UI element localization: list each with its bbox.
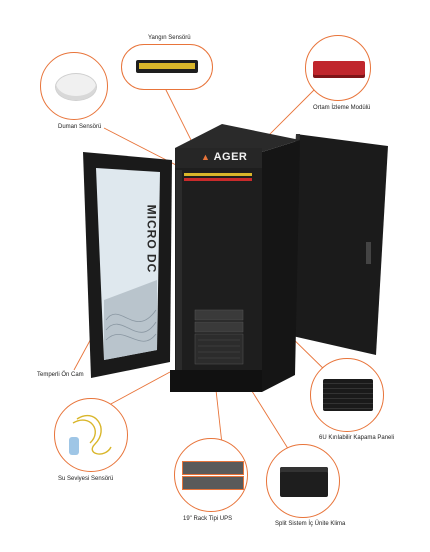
ager-logo: ▲ AGER: [201, 151, 247, 163]
cabinet-top: [175, 124, 300, 152]
glass-text: MICRO DC: [144, 204, 159, 274]
label-rack-ups: 19" Rack Tipi UPS: [183, 516, 233, 522]
smoke-sensor-circle: [40, 52, 108, 120]
logo-text: AGER: [213, 151, 248, 163]
label-tempered-glass: Temperli Ön Cam: [37, 372, 84, 378]
ac-unit: [194, 333, 244, 365]
label-split-ac: Split Sistem İç Ünite Klima: [275, 521, 346, 527]
door-handle: [366, 242, 371, 264]
label-water-sensor: Su Seviyesi Sensörü: [58, 476, 114, 482]
ups-device-bottom: [182, 476, 244, 490]
ups-unit-2: [194, 321, 244, 333]
fire-sensor-device: [136, 60, 198, 73]
label-smoke-sensor: Duman Sensörü: [58, 124, 102, 130]
ups-unit-1: [194, 309, 244, 321]
ac-circle: [266, 444, 340, 518]
label-blanking-panel: 6U Kırılabilir Kapama Paneli: [319, 435, 395, 441]
water-sensor-circle: [54, 398, 128, 472]
fire-sensor-circle: [121, 44, 213, 90]
ups-device-top: [182, 461, 244, 475]
ups-circle: [174, 438, 248, 512]
leader-ac: [244, 379, 293, 456]
label-fire-sensor: Yangın Sensörü: [148, 35, 191, 41]
blanking-circle: [310, 358, 384, 432]
leader-smoke-sensor: [103, 127, 177, 166]
monitoring-module-device: [313, 61, 365, 75]
label-monitoring-module: Ortam İzleme Modülü: [313, 105, 371, 111]
fire-sensor-strip: [184, 173, 252, 176]
water-sensor-icon: [69, 414, 112, 455]
ac-unit-device: [280, 467, 328, 497]
right-door: [288, 134, 388, 355]
cabinet-side: [262, 140, 300, 392]
monitoring-circle: [305, 35, 371, 101]
logo-mark-icon: ▲: [201, 152, 211, 162]
blanking-panel-device: [323, 379, 373, 411]
smoke-detector-icon: [55, 73, 97, 101]
monitoring-strip: [184, 178, 252, 181]
